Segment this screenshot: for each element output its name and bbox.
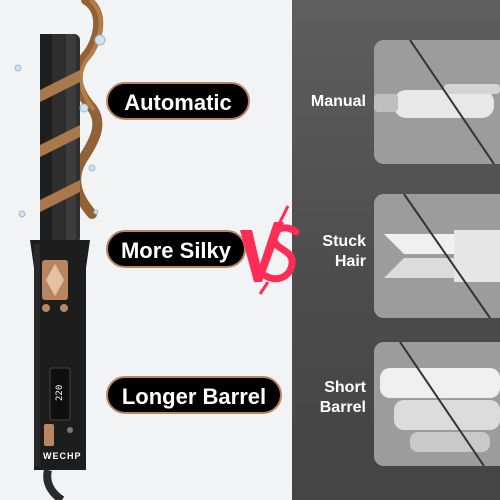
curling-iron-illustration — [14, 0, 106, 500]
short-barrel-label: Short Barrel — [319, 379, 366, 416]
stuck-hair-thumbnail — [374, 194, 500, 318]
longer-barrel-label: Longer Barrel — [106, 376, 282, 414]
automatic-label: Automatic — [106, 82, 250, 120]
manual-iron-thumbnail — [374, 40, 500, 164]
short-barrel-thumbnail — [374, 342, 500, 466]
more-silky-label: More Silky — [106, 230, 246, 268]
brand-logo-text: WECHP — [43, 451, 82, 461]
stuck-hair-label: Stuck Hair — [322, 233, 366, 270]
vs-icon — [240, 205, 300, 295]
temperature-display: 220 — [55, 384, 65, 402]
manual-label: Manual — [310, 93, 366, 110]
